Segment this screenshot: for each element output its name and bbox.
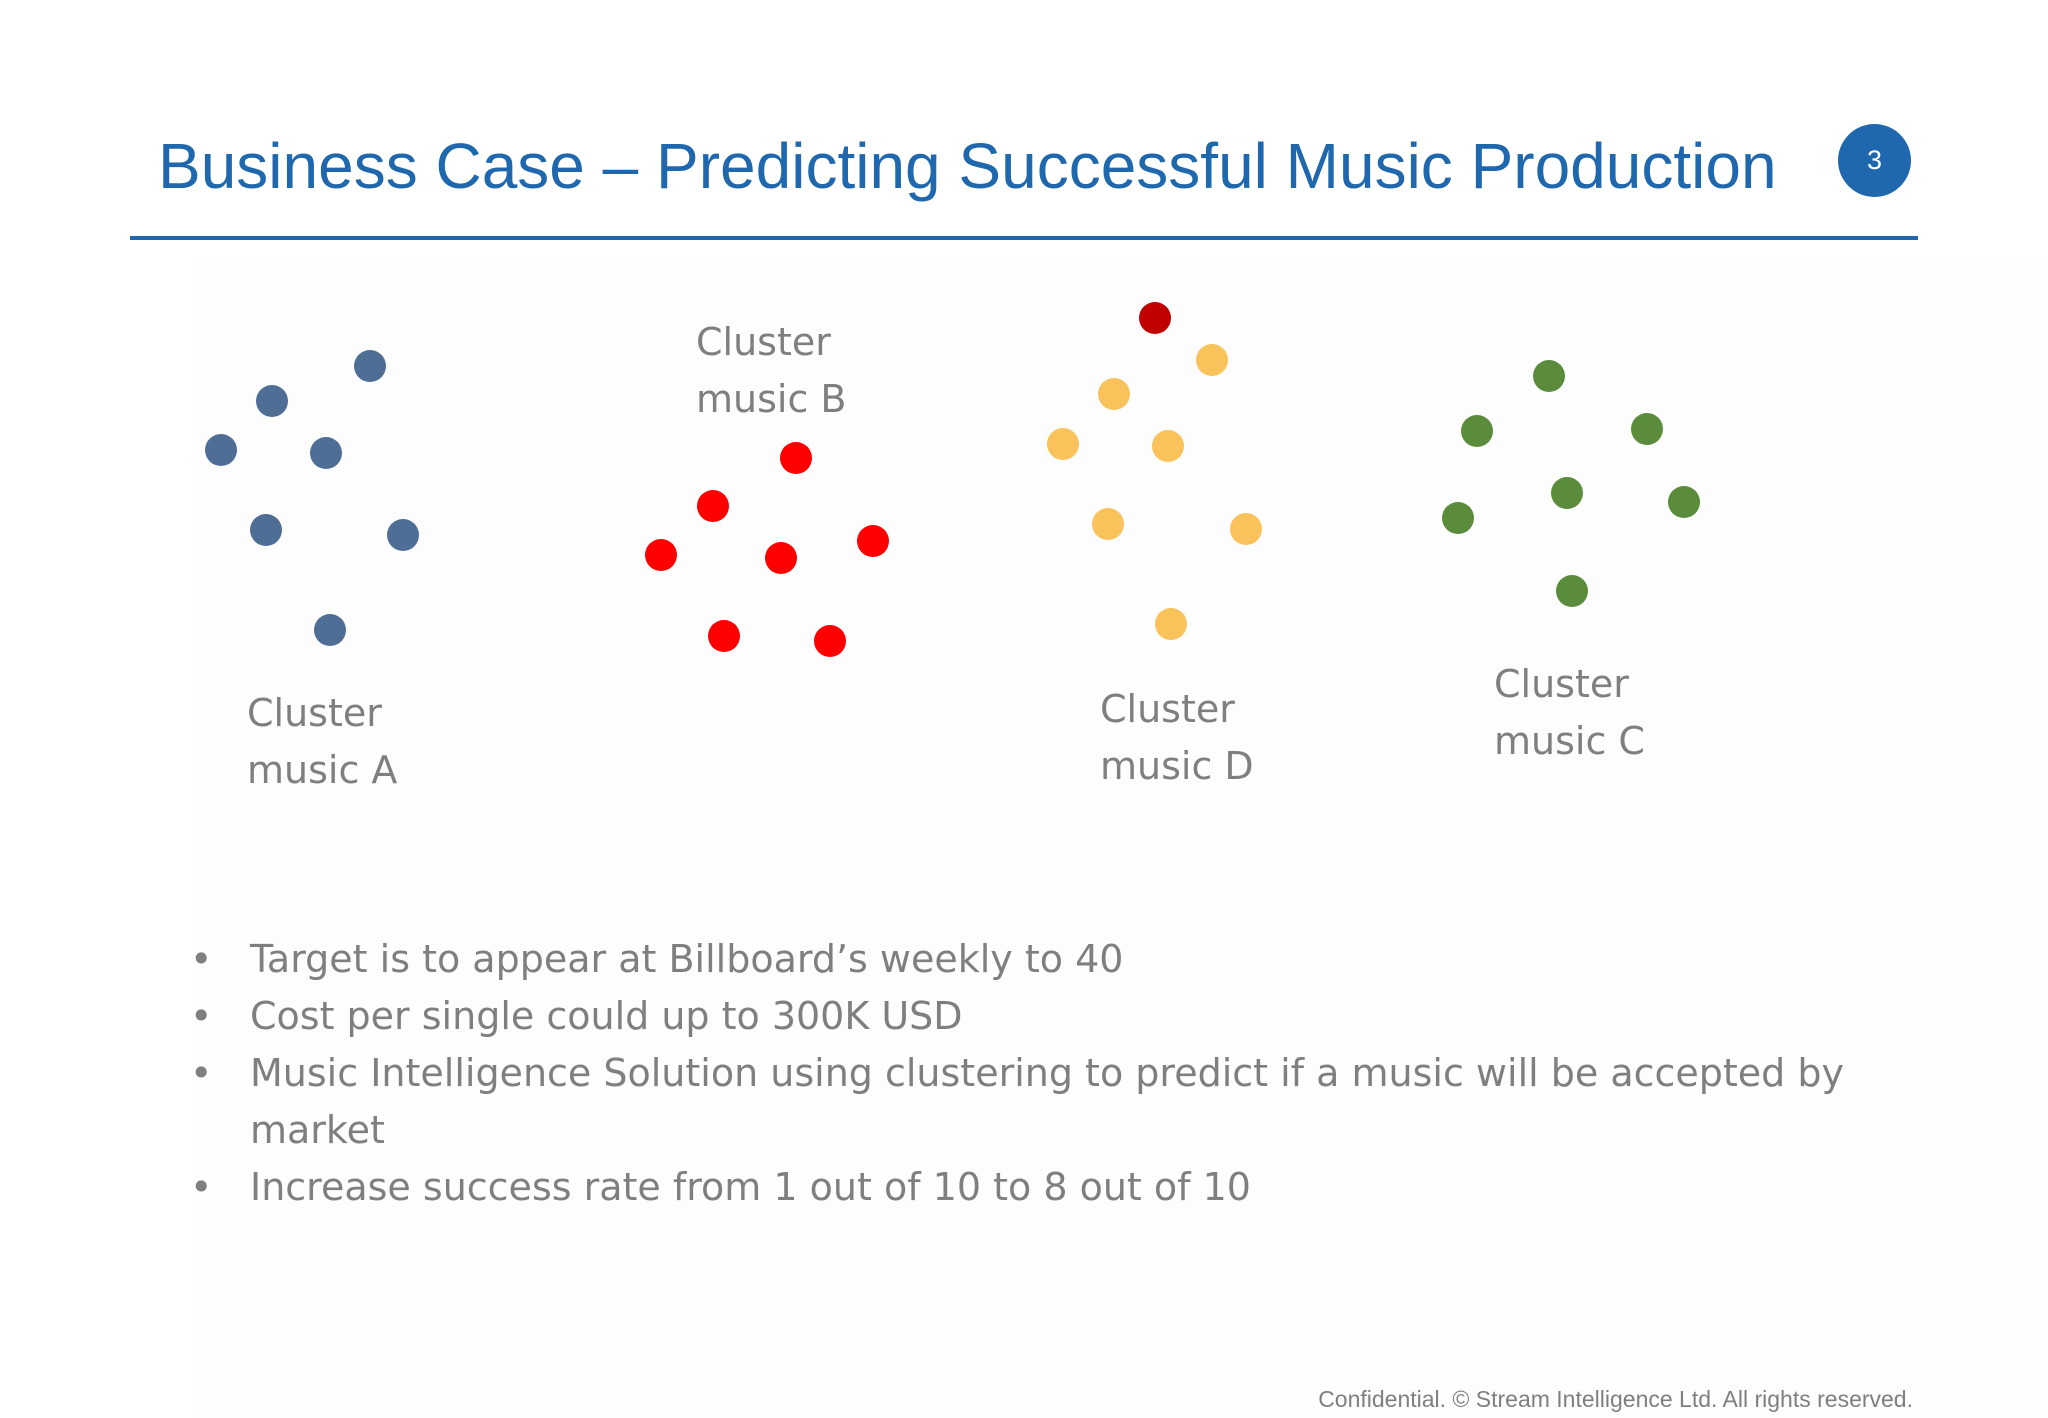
cluster-c-dot <box>1631 413 1663 445</box>
cluster-d-dot <box>1196 344 1228 376</box>
cluster-c-dot <box>1668 486 1700 518</box>
cluster-b-dot <box>765 542 797 574</box>
cluster-b-dot <box>857 525 889 557</box>
cluster-d-dot <box>1155 608 1187 640</box>
cluster-c-dot <box>1461 415 1493 447</box>
cluster-label-c-line2: music C <box>1494 719 1645 763</box>
cluster-a-dot <box>354 350 386 382</box>
bullet-icon: • <box>190 937 213 981</box>
cluster-label-c-line1: Cluster <box>1494 662 1629 706</box>
cluster-c-dot <box>1533 360 1565 392</box>
bullet-item: • Target is to appear at Billboard’s week… <box>190 931 1890 988</box>
cluster-c <box>1442 360 1700 607</box>
bullet-text: Music Intelligence Solution using cluste… <box>250 1051 1844 1152</box>
bullet-icon: • <box>190 994 213 1038</box>
cluster-d <box>1047 302 1262 640</box>
cluster-d-dot <box>1139 302 1171 334</box>
cluster-label-c: Cluster music C <box>1494 656 1645 770</box>
cluster-label-b-line1: Cluster <box>696 320 831 364</box>
cluster-label-d-line2: music D <box>1100 744 1254 788</box>
cluster-label-a: Cluster music A <box>247 685 397 799</box>
cluster-d-dot <box>1152 430 1184 462</box>
bullet-icon: • <box>190 1051 213 1095</box>
bullet-text: Cost per single could up to 300K USD <box>250 994 963 1038</box>
cluster-c-dot <box>1551 477 1583 509</box>
cluster-label-d: Cluster music D <box>1100 681 1254 795</box>
cluster-b-dot <box>708 620 740 652</box>
cluster-d-dot <box>1230 513 1262 545</box>
cluster-a-dot <box>256 385 288 417</box>
bullet-text: Increase success rate from 1 out of 10 t… <box>250 1165 1251 1209</box>
content-panel <box>193 258 2048 1418</box>
bullet-item: • Increase success rate from 1 out of 10 … <box>190 1159 1890 1216</box>
bullet-text: Target is to appear at Billboard’s weekl… <box>250 937 1124 981</box>
cluster-label-a-line2: music A <box>247 748 398 792</box>
cluster-b <box>645 442 889 657</box>
cluster-a-dot <box>205 434 237 466</box>
cluster-a-dot <box>387 519 419 551</box>
bullet-list: • Target is to appear at Billboard’s week… <box>190 931 1890 1216</box>
cluster-label-a-line1: Cluster <box>247 691 382 735</box>
slide-title: Business Case – Predicting Successful Mu… <box>158 130 1777 202</box>
cluster-label-d-line1: Cluster <box>1100 687 1235 731</box>
cluster-a-dot <box>314 614 346 646</box>
cluster-a-dot <box>310 437 342 469</box>
cluster-b-dot <box>814 625 846 657</box>
bullet-icon: • <box>190 1165 213 1209</box>
cluster-d-dot <box>1098 378 1130 410</box>
cluster-d-dot <box>1092 508 1124 540</box>
cluster-d-dot <box>1047 428 1079 460</box>
title-divider <box>130 236 1918 240</box>
cluster-a-dot <box>250 514 282 546</box>
page-number-badge: 3 <box>1838 124 1911 197</box>
cluster-b-dot <box>697 490 729 522</box>
footer-copyright: Confidential. © Stream Intelligence Ltd.… <box>1318 1386 1913 1412</box>
bullet-item: • Cost per single could up to 300K USD <box>190 988 1890 1045</box>
cluster-c-dot <box>1442 502 1474 534</box>
cluster-c-dot <box>1556 575 1588 607</box>
bullet-item: • Music Intelligence Solution using clust… <box>190 1045 1890 1159</box>
cluster-b-dot <box>780 442 812 474</box>
cluster-a <box>205 350 419 646</box>
cluster-b-dot <box>645 539 677 571</box>
cluster-label-b: Cluster music B <box>696 314 847 428</box>
cluster-label-b-line2: music B <box>696 377 847 421</box>
